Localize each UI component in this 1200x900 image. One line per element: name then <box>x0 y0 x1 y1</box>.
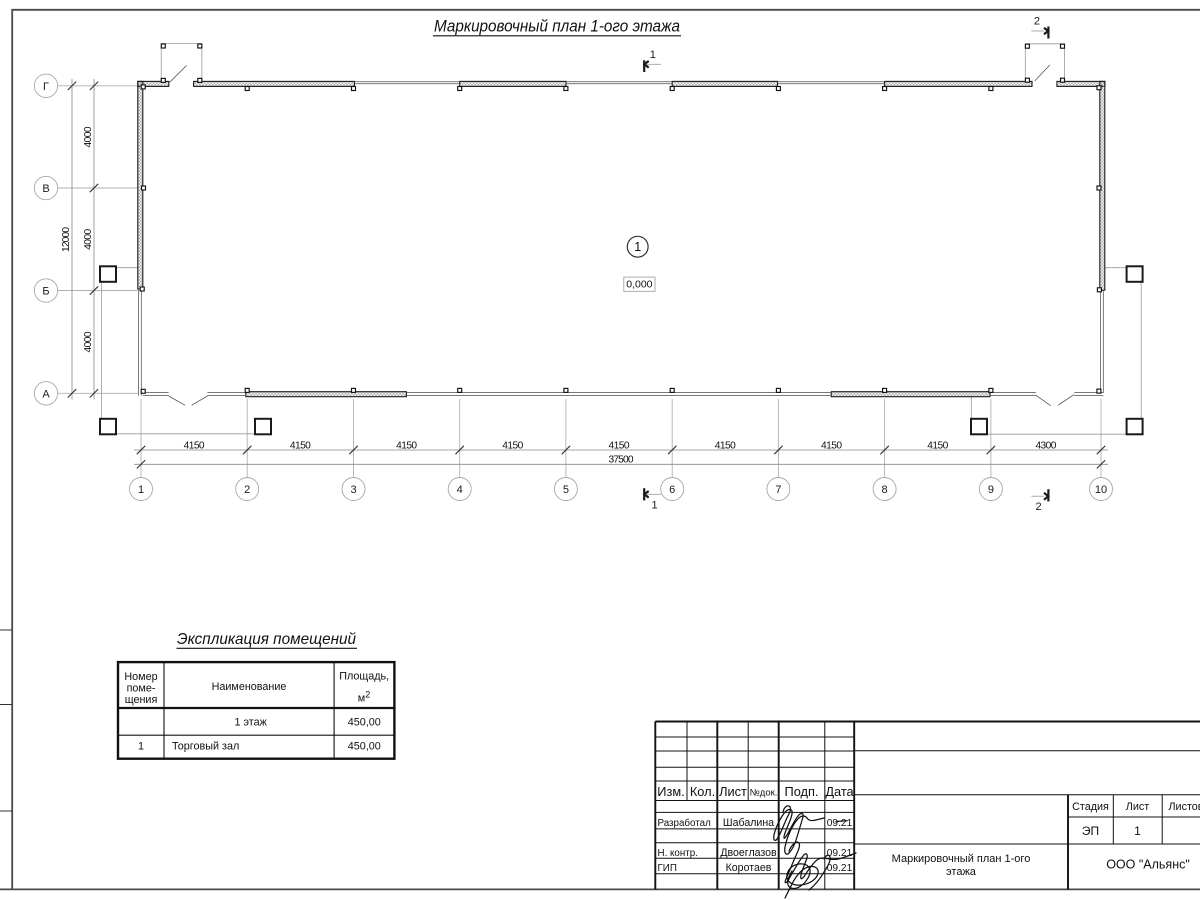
svg-text:Торговый зал: Торговый зал <box>172 740 239 752</box>
svg-text:4150: 4150 <box>502 441 523 452</box>
svg-text:А: А <box>42 388 50 400</box>
svg-text:ЭП: ЭП <box>1082 824 1099 838</box>
svg-text:Шабалина: Шабалина <box>723 817 774 829</box>
svg-text:Маркировочный план 1-ого этажа: Маркировочный план 1-ого этажа <box>434 17 680 36</box>
svg-text:6: 6 <box>669 484 675 496</box>
svg-text:4150: 4150 <box>184 441 205 452</box>
svg-text:2: 2 <box>1035 501 1041 513</box>
svg-text:1: 1 <box>138 740 144 752</box>
svg-text:В: В <box>42 183 49 195</box>
svg-text:4150: 4150 <box>396 441 417 452</box>
svg-text:4150: 4150 <box>609 441 630 452</box>
svg-text:4: 4 <box>457 484 463 496</box>
svg-text:Номер: Номер <box>124 671 157 683</box>
svg-text:поме-: поме- <box>127 683 156 695</box>
svg-text:5: 5 <box>563 484 569 496</box>
svg-text:4000: 4000 <box>83 331 94 352</box>
svg-text:Коротаев: Коротаев <box>726 862 772 874</box>
svg-text:Подп.: Подп. <box>785 784 819 799</box>
svg-text:4000: 4000 <box>83 228 94 249</box>
svg-text:450,00: 450,00 <box>348 716 381 728</box>
svg-text:Маркировочный план 1-ого: Маркировочный план 1-ого <box>892 853 1031 865</box>
svg-text:09.21: 09.21 <box>827 863 853 874</box>
svg-text:09.21: 09.21 <box>827 848 853 859</box>
svg-text:1: 1 <box>651 500 657 512</box>
svg-text:9: 9 <box>988 484 994 496</box>
svg-text:Изм.: Изм. <box>657 784 684 799</box>
svg-text:ООО "Альянс": ООО "Альянс" <box>1106 857 1190 871</box>
svg-text:Наименование: Наименование <box>212 681 287 693</box>
svg-text:450,00: 450,00 <box>348 740 381 752</box>
svg-text:12000: 12000 <box>61 227 72 252</box>
svg-text:7: 7 <box>775 484 781 496</box>
svg-text:4150: 4150 <box>821 441 842 452</box>
svg-text:1: 1 <box>634 240 641 254</box>
svg-text:1 этаж: 1 этаж <box>235 716 268 728</box>
svg-text:Двоеглазов: Двоеглазов <box>720 847 777 859</box>
svg-text:4150: 4150 <box>927 441 948 452</box>
svg-text:09.21: 09.21 <box>827 818 853 829</box>
svg-text:Листов: Листов <box>1168 801 1200 813</box>
svg-text:Стадия: Стадия <box>1072 801 1109 813</box>
svg-text:2: 2 <box>244 484 250 496</box>
svg-text:Дата: Дата <box>825 784 854 799</box>
svg-text:Г: Г <box>43 81 49 93</box>
svg-text:2: 2 <box>1034 16 1040 28</box>
svg-text:Лист: Лист <box>719 784 747 799</box>
svg-text:Кол.: Кол. <box>690 784 715 799</box>
svg-text:37500: 37500 <box>609 454 634 465</box>
svg-text:ГИП: ГИП <box>658 863 677 874</box>
svg-text:№док.: №док. <box>750 788 778 799</box>
svg-text:Экспликация помещений: Экспликация помещений <box>177 631 356 648</box>
svg-text:этажа: этажа <box>946 866 977 878</box>
svg-text:4150: 4150 <box>715 441 736 452</box>
svg-text:4000: 4000 <box>83 126 94 147</box>
svg-text:3: 3 <box>350 484 356 496</box>
svg-text:8: 8 <box>882 484 888 496</box>
svg-text:Б: Б <box>42 286 49 298</box>
svg-text:1: 1 <box>650 49 656 61</box>
svg-text:Разработал: Разработал <box>658 818 712 829</box>
svg-text:1: 1 <box>1134 824 1141 838</box>
svg-text:10: 10 <box>1095 484 1107 496</box>
svg-text:щения: щения <box>125 694 158 706</box>
svg-text:4300: 4300 <box>1035 441 1056 452</box>
svg-text:Лист: Лист <box>1126 801 1150 813</box>
svg-text:Н. контр.: Н. контр. <box>658 848 698 859</box>
svg-text:1: 1 <box>138 484 144 496</box>
svg-text:4150: 4150 <box>290 441 311 452</box>
svg-text:0,000: 0,000 <box>626 279 652 291</box>
svg-text:Площадь,: Площадь, <box>339 671 389 683</box>
